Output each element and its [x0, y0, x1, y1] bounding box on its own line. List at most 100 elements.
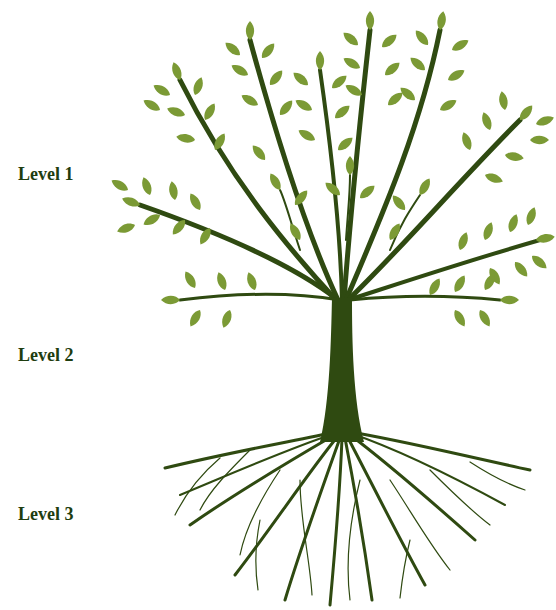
branches — [140, 30, 540, 300]
leaf — [151, 82, 172, 99]
leaf — [451, 273, 468, 294]
branch — [344, 30, 370, 300]
leaf — [484, 171, 505, 185]
branch — [320, 70, 342, 300]
leaf — [436, 11, 447, 31]
leaf — [357, 183, 377, 202]
leaf — [267, 171, 284, 192]
leaf — [292, 188, 311, 208]
root-hair — [200, 450, 250, 510]
leaf — [215, 271, 229, 292]
leaf — [535, 114, 556, 128]
leaf — [116, 221, 137, 235]
leaf — [460, 131, 474, 152]
leaf — [187, 308, 204, 329]
leaf — [191, 76, 205, 97]
leaf — [335, 135, 355, 154]
leaf — [413, 28, 432, 48]
leaf — [386, 221, 403, 242]
level-label: Level 2 — [18, 345, 74, 367]
leaf — [211, 131, 228, 152]
leaf — [201, 101, 218, 122]
leaf — [450, 37, 471, 54]
root-hair — [348, 480, 360, 600]
trunk — [320, 298, 364, 442]
leaf — [529, 253, 549, 272]
root-hair — [175, 458, 220, 515]
leaf — [517, 103, 536, 123]
leaf — [170, 217, 189, 237]
leaf — [329, 73, 349, 92]
leaf — [398, 85, 418, 104]
leaf — [476, 308, 493, 329]
leaf — [323, 180, 343, 199]
leaf — [332, 103, 352, 122]
leaf — [341, 30, 361, 49]
root-hair — [400, 540, 410, 598]
leaf — [416, 176, 433, 197]
leaf — [506, 213, 520, 234]
leaf — [343, 82, 364, 99]
leaf — [500, 296, 519, 304]
leaf — [170, 61, 184, 82]
branch — [350, 296, 500, 300]
leaf — [229, 62, 250, 79]
level-label: Level 3 — [18, 504, 74, 526]
leaf — [197, 226, 214, 247]
leaf — [524, 206, 538, 227]
leaf — [246, 21, 254, 40]
leaf — [287, 221, 304, 242]
leaf — [456, 231, 470, 252]
leaf — [182, 269, 199, 290]
leaf — [438, 97, 459, 114]
twig — [346, 175, 350, 240]
leaf — [512, 259, 531, 279]
leaf — [250, 143, 269, 163]
leaf — [291, 70, 311, 89]
branch — [140, 205, 338, 300]
root — [349, 434, 475, 540]
leaf — [341, 55, 362, 72]
leaves — [109, 11, 555, 330]
leaf — [446, 67, 467, 84]
leaf — [480, 111, 494, 132]
leaf — [535, 233, 555, 244]
branch — [180, 294, 340, 300]
leaf — [259, 41, 278, 61]
leaf — [346, 156, 354, 175]
leaf — [530, 136, 549, 144]
leaf — [223, 40, 243, 59]
root-hair — [390, 480, 450, 570]
root — [235, 436, 338, 575]
root-hair — [240, 470, 280, 555]
leaf — [166, 105, 187, 119]
leaf — [382, 60, 402, 79]
leaf — [293, 97, 314, 114]
root-hair — [430, 470, 490, 525]
leaf — [176, 133, 196, 144]
root — [350, 432, 530, 470]
branch — [348, 240, 540, 300]
root — [345, 438, 372, 600]
leaf — [245, 271, 259, 292]
leaf — [168, 181, 179, 201]
leaf — [140, 176, 154, 197]
branch — [180, 80, 336, 300]
leaf — [161, 296, 180, 304]
leaf — [390, 193, 409, 213]
leaf — [141, 97, 162, 114]
leaf — [220, 309, 234, 330]
branch — [250, 40, 338, 300]
leaf — [239, 92, 260, 109]
leaf — [267, 68, 286, 88]
roots — [165, 432, 530, 605]
leaf — [379, 32, 399, 51]
root — [330, 438, 342, 605]
level-label: Level 1 — [18, 164, 74, 186]
branch — [346, 30, 440, 300]
leaf — [498, 91, 509, 111]
leaf — [121, 195, 142, 209]
leaf — [426, 276, 443, 297]
leaf — [504, 151, 524, 162]
